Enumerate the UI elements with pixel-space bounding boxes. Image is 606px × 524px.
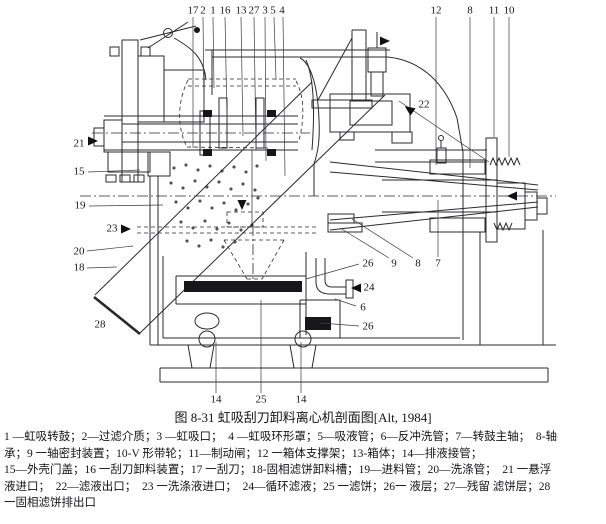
part-callout-28-19: 28 [95, 319, 107, 331]
leader-line-16-3 [224, 16, 228, 119]
part-callout-10-12: 10 [504, 5, 516, 17]
part-callout-12-9: 12 [431, 5, 442, 17]
cake-funnel [223, 239, 285, 280]
leader-line-9-22 [339, 227, 390, 259]
feed-zone [226, 211, 264, 228]
legend-line-5: 一固相滤饼排出口 [4, 497, 96, 509]
part-callout-26-27: 26 [363, 321, 375, 333]
part-callout-6-26: 6 [360, 302, 366, 314]
feed-down-arrow [237, 200, 247, 210]
part-callout-11-11: 11 [489, 5, 500, 17]
filtrate-outlet-arrow [404, 106, 416, 116]
leader-line-20-17 [86, 245, 134, 252]
part-callout-9-22: 9 [391, 258, 397, 270]
handwheel [139, 21, 207, 81]
shaft-end-arrow [507, 191, 517, 201]
suspension-inlet-arrow [88, 136, 98, 146]
leader-line-26-27 [319, 322, 360, 327]
wash-liquid-inlet-arrow [121, 224, 131, 234]
part-callout-4-8: 4 [279, 5, 285, 17]
part-callout-20-17: 20 [74, 246, 86, 258]
leader-line-19-15 [88, 204, 164, 207]
part-callout-27-5: 27 [249, 5, 261, 17]
leader-line-3-6 [264, 16, 267, 162]
part-callout-1-2: 1 [210, 5, 216, 17]
vbelt-pulley [485, 137, 548, 243]
centerlines [80, 132, 556, 292]
part-callout-19-15: 19 [75, 200, 87, 212]
part-callout-18-18: 18 [74, 262, 86, 274]
machine-drawing [80, 21, 556, 383]
part-callout-13-4: 13 [236, 5, 248, 17]
discharge-chute [93, 81, 386, 336]
leader-line-18-18 [86, 266, 118, 269]
leader-line-1-2 [212, 16, 215, 89]
legend-line-1: 1 —虹吸转鼓；2—过滤介质；3 —虹吸口； 4 —虹吸环形罩；5—吸液管；6—… [4, 431, 557, 443]
part-callout-5-7: 5 [270, 5, 276, 17]
part-callout-15-14: 15 [74, 166, 86, 178]
brake-direction-arrow [380, 36, 390, 46]
shaft-and-bearing [327, 159, 539, 233]
part-callout-23-16: 23 [107, 223, 119, 235]
parts-legend: 1 —虹吸转鼓；2—过滤介质；3 —虹吸口； 4 —虹吸环形罩；5—吸液管；6—… [0, 429, 606, 512]
circulation-elbow-pipe [315, 258, 354, 299]
part-callout-21-13: 21 [74, 138, 85, 150]
part-callout-22-20: 22 [419, 99, 430, 111]
feed-pipe-assembly [93, 21, 298, 345]
part-callout-8-23: 8 [415, 258, 421, 270]
leader-line-27-5 [253, 16, 257, 151]
circulating-filtrate-arrow [351, 283, 361, 293]
leader-line-15-14 [87, 169, 141, 173]
leader-line-8-23 [351, 218, 414, 259]
slurry-dots [169, 163, 260, 249]
part-callout-7-24: 7 [435, 258, 441, 270]
part-callout-2-1: 2 [200, 5, 206, 17]
liquid-layers [184, 281, 331, 330]
figure-caption: 图 8-31 虹吸刮刀卸料离心机剖面图[Alt, 1984] [174, 410, 432, 425]
part-callout-25-29: 25 [256, 394, 268, 406]
part-callout-3-6: 3 [262, 5, 268, 17]
centrifuge-cross-section-diagram: 1721161327354128111021151923201828222698… [74, 5, 556, 406]
part-callout-14-30: 14 [296, 394, 308, 406]
leader-line-13-4 [240, 16, 244, 137]
base-frame [150, 312, 556, 383]
part-callout-24-25: 24 [364, 282, 376, 294]
legend-line-4: 液进口； 22—滤液出口； 23 一洗涤液进口； 24—循环滤液；25 一滤饼；… [4, 480, 551, 493]
leader-line-2-1 [202, 16, 205, 111]
leader-line-22-20 [398, 100, 490, 163]
part-callout-16-3: 16 [220, 5, 232, 17]
leader-line-26-21 [305, 263, 360, 280]
legend-line-3: 15—外壳门盖；16 一刮刀卸料装置；17 一刮刀；18-固相滤饼卸料槽；19—… [4, 464, 552, 476]
part-callout-17-0: 17 [188, 5, 200, 17]
part-callout-26-21: 26 [363, 258, 375, 270]
support-frame-and-brake [311, 29, 387, 109]
part-callout-8-10: 8 [467, 5, 473, 17]
legend-line-2: 承；9 一轴密封装置；10-V 形带轮；11—制动闸；12 一箱体支撑架；13-… [4, 447, 483, 460]
leader-line-4-8 [282, 16, 286, 177]
leader-line-6-26 [334, 298, 357, 307]
leader-line-5-7 [273, 16, 277, 81]
wash-pipe [137, 226, 318, 234]
part-callout-14-28: 14 [211, 394, 223, 406]
